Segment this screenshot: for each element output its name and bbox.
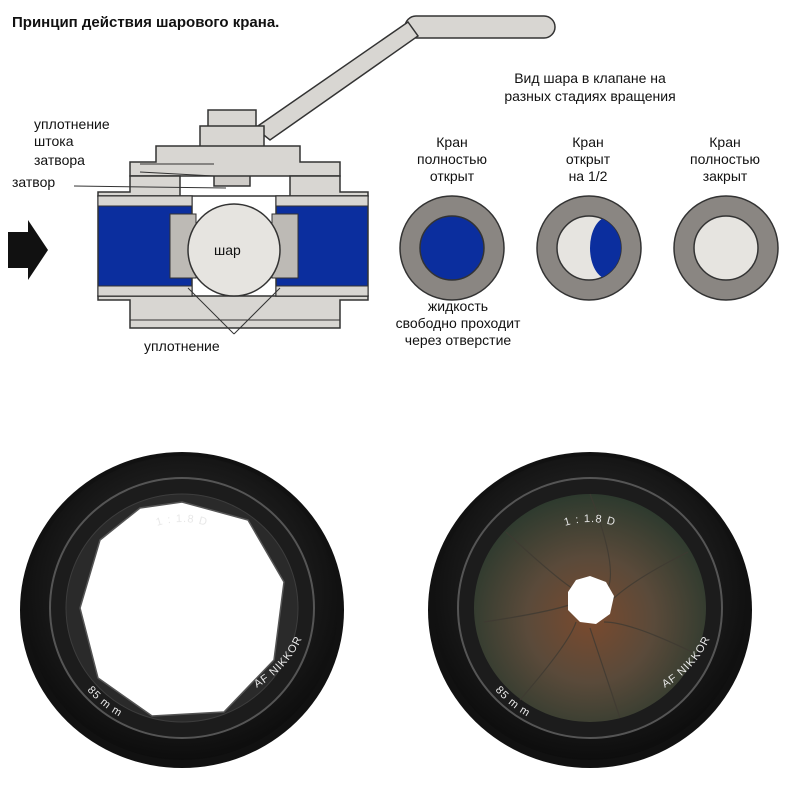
label-gate-line1: затвора xyxy=(34,152,85,168)
rotation-stages xyxy=(399,195,779,301)
valve-ball xyxy=(187,203,281,297)
flow-arrow-icon xyxy=(8,220,48,280)
rotation-heading-line2: разных стадиях вращения xyxy=(504,88,676,104)
lens-wide-open: 1 : 1.8 D AF NIKKOR 85 m m xyxy=(20,452,344,768)
aperture-opening xyxy=(568,576,614,624)
label-stem-seal-line2: штока xyxy=(34,133,74,149)
stage-open-label: Кран полностью открыт xyxy=(417,134,487,184)
ball-open-icon xyxy=(399,195,505,301)
label-gate: затвор xyxy=(12,174,56,190)
stage-closed-label: Кран полностью закрыт xyxy=(690,134,760,184)
valve-handle xyxy=(253,15,556,141)
ball-valve-cross-section xyxy=(73,15,556,335)
ball-closed-icon xyxy=(673,195,779,301)
label-ball: шар xyxy=(214,242,241,258)
fluid-note: жидкость свободно проходит через отверст… xyxy=(395,298,521,348)
diagram-title: Принцип действия шарового крана. xyxy=(12,14,280,31)
label-stem-seal-line1: уплотнение xyxy=(34,116,110,132)
label-seal: уплотнение xyxy=(144,338,220,354)
rotation-heading-line1: Вид шара в клапане на xyxy=(514,70,666,86)
ball-half-open-icon xyxy=(536,195,642,301)
lens-stopped-down: 1 : 1.8 D AF NIKKOR 85 m m xyxy=(428,452,752,768)
stage-half-label: Кран открыт на 1/2 xyxy=(565,134,611,184)
